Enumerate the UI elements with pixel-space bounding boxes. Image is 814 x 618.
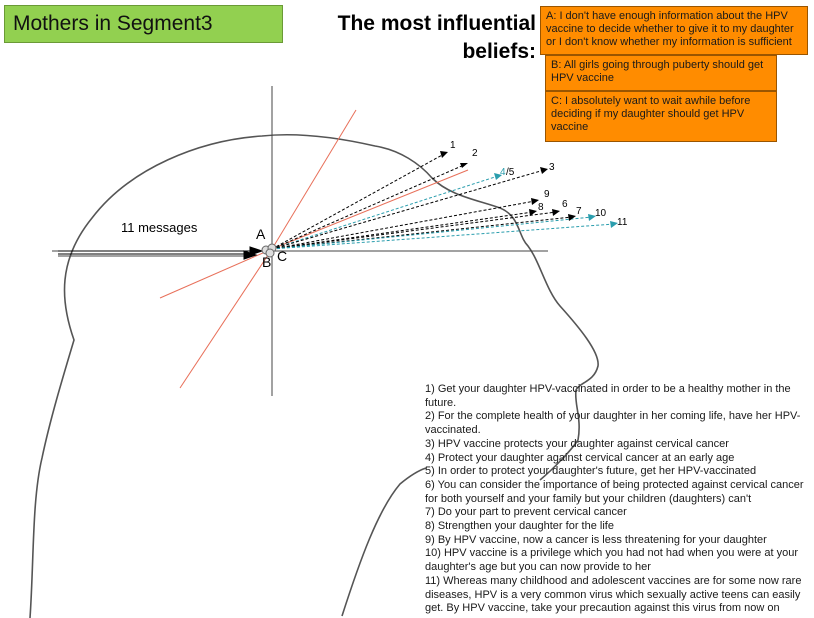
arrow-3 [271, 169, 545, 250]
belief-line-d [179, 248, 273, 389]
point-label-b: B [262, 254, 272, 270]
belief-box-a: A: I don't have enough information about… [540, 6, 808, 55]
message-item: 3) HPV vaccine protects your daughter ag… [425, 437, 729, 450]
belief-lines [159, 109, 469, 389]
head-silhouette [29, 133, 599, 618]
segment-title: Mothers in Segment3 [4, 5, 283, 43]
message-item: 1) Get your daughter HPV-vaccinated in o… [425, 383, 791, 409]
arrow-6 [271, 211, 557, 250]
center-points [261, 243, 277, 258]
arrow-label-9: 9 [544, 189, 550, 200]
arrow-label-2: 2 [472, 148, 478, 159]
message-item: 4) Protect your daughter against cervica… [425, 451, 735, 464]
neck-silhouette [341, 467, 427, 617]
belief-line-b [159, 248, 273, 299]
arrow-label-6: 6 [562, 199, 568, 210]
arrow-10 [271, 216, 593, 250]
arrow-heads [440, 151, 618, 228]
message-item: 10) HPV vaccine is a privilege which you… [425, 547, 798, 574]
message-item: 5) In order to protect your daughter's f… [425, 465, 757, 478]
message-item: 9) By HPV vaccine, now a cancer is less … [425, 533, 767, 546]
arrow-11 [271, 223, 615, 250]
arrow-8 [271, 211, 534, 250]
beliefs-heading: The most influential beliefs: [337, 12, 536, 63]
arrow-label-4: 4 [500, 167, 506, 178]
message-item: 11) Whereas many childhood and adolescen… [425, 574, 802, 615]
arrow-9 [271, 200, 536, 250]
arrow-label-10: 10 [595, 208, 607, 219]
arrow-4 [271, 175, 499, 250]
arrow-label-1: 1 [450, 140, 456, 151]
message-item: 2) For the complete health of your daugh… [425, 410, 801, 437]
belief-line-a [271, 109, 357, 250]
belief-box-c: C: I absolutely want to wait awhile befo… [545, 91, 777, 142]
arrow-label-11: 11 [617, 217, 628, 228]
point-label-a: A [256, 226, 266, 242]
message-arrows [271, 153, 615, 250]
belief-box-b: B: All girls going through puberty shoul… [545, 55, 777, 91]
belief-line-c [271, 169, 469, 250]
message-item: 7) Do your part to prevent cervical canc… [425, 506, 627, 519]
arrow-label-5: /5 [506, 167, 515, 178]
message-item: 6) You can consider the importance of be… [425, 478, 804, 505]
arrow-label-3: 3 [549, 162, 555, 173]
messages-count-label: 11 messages [121, 220, 198, 235]
arrow-label-7: 7 [576, 206, 582, 217]
arrow-1 [271, 153, 445, 250]
point-label-c: C [277, 248, 288, 264]
message-item: 8) Strengthen your daughter for the life [425, 520, 614, 533]
arrow-label-8: 8 [538, 202, 544, 213]
messages-list: 1) Get your daughter HPV-vaccinated in o… [425, 383, 814, 616]
incoming-arrows [58, 246, 264, 260]
